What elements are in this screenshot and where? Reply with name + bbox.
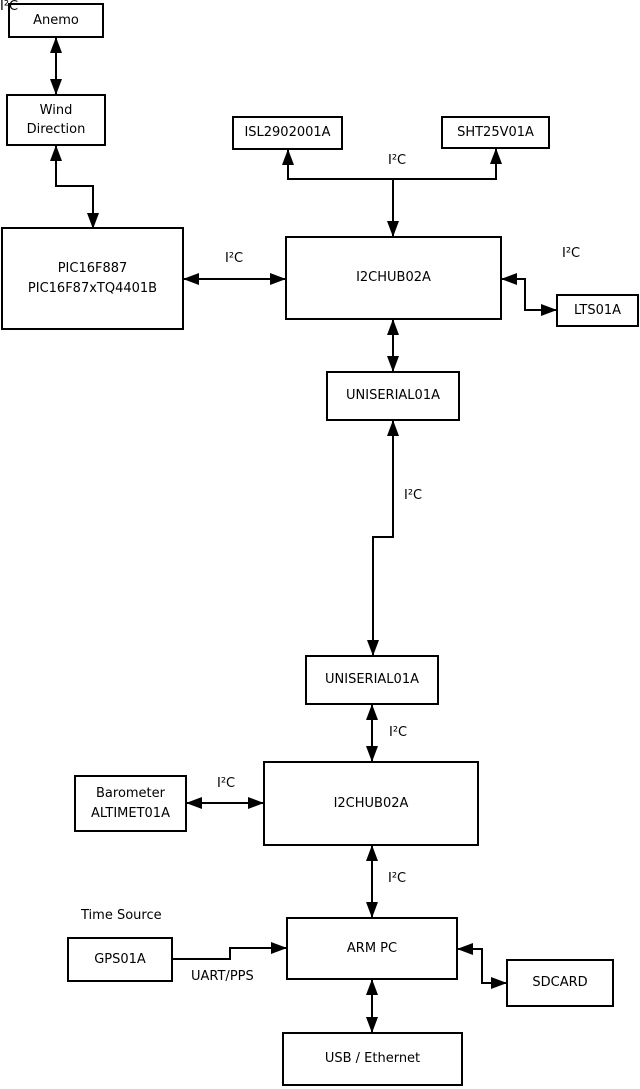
node-lts01a: LTS01A (556, 294, 639, 327)
edge-uniserial1-uniserial2 (367, 420, 399, 656)
label-i2c-top-bus: I²C (388, 153, 407, 168)
node-i2chub02a-bottom-label: I2CHUB02A (333, 795, 409, 811)
node-uniserial01a-top-label: UNISERIAL01A (346, 388, 440, 404)
edge-wind-pic (50, 145, 99, 229)
node-uniserial01a-bottom-label: UNISERIAL01A (325, 672, 419, 688)
edge-hub1-lts (501, 273, 557, 316)
node-pic16f887-label-line2: PIC16F87xTQ4401B (27, 280, 158, 296)
node-barometer-label-line2: ALTIMET01A (91, 805, 170, 821)
node-anemo-label: Anemo (33, 12, 79, 28)
node-usb-ethernet: USB / Ethernet (282, 1032, 463, 1086)
node-lts01a-label: LTS01A (573, 302, 622, 318)
node-i2chub02a-top: I2CHUB02A (285, 236, 502, 320)
node-barometer-label-line1: Barometer (96, 786, 165, 801)
node-sht25v01a-label: SHT25V01A (457, 124, 534, 140)
node-wind-direction-label-line1: Wind (39, 102, 73, 118)
node-barometer-altimet01a: Barometer ALTIMET01A (74, 775, 187, 832)
label-i2c-hub1-uniserial1: I²C (0, 0, 19, 14)
node-pic16f887: PIC16F887 PIC16F87xTQ4401B (1, 227, 184, 330)
node-usb-ethernet-label: USB / Ethernet (324, 1051, 421, 1067)
node-isl2902001a-label: ISL2902001A (244, 125, 331, 141)
node-sht25v01a: SHT25V01A (441, 116, 550, 149)
node-gps01a-label: GPS01A (94, 951, 146, 967)
node-uniserial01a-bottom: UNISERIAL01A (305, 655, 439, 705)
label-i2c-pic-hub1: I²C (225, 251, 244, 266)
node-arm-pc-label: ARM PC (346, 940, 398, 956)
label-time-source: Time Source (81, 908, 162, 923)
label-i2c-uniserial1-uniserial2: I²C (404, 488, 423, 503)
node-i2chub02a-top-label: I2CHUB02A (356, 270, 431, 286)
label-uart-pps: UART/PPS (191, 969, 254, 984)
node-anemo: Anemo (8, 3, 104, 38)
edge-gps-armpc (173, 942, 287, 960)
node-uniserial01a-top: UNISERIAL01A (326, 371, 460, 421)
node-i2chub02a-bottom: I2CHUB02A (263, 761, 479, 846)
label-i2c-barometer-hub2: I²C (217, 776, 236, 791)
label-i2c-hub1-lts: I²C (562, 246, 581, 261)
edge-armpc-sdcard (457, 943, 507, 989)
node-arm-pc: ARM PC (286, 917, 458, 980)
node-sdcard-label: SDCARD (532, 975, 588, 991)
node-sdcard: SDCARD (506, 959, 614, 1007)
node-pic16f887-label-line1: PIC16F887 (57, 261, 128, 276)
node-isl2902001a: ISL2902001A (232, 116, 343, 150)
node-wind-direction-label-line2: Direction (26, 122, 86, 137)
label-i2c-hub2-armpc: I²C (388, 871, 407, 886)
node-gps01a: GPS01A (67, 937, 173, 982)
label-i2c-uniserial2-hub2: I²C (389, 725, 408, 740)
node-wind-direction: Wind Direction (6, 94, 106, 146)
